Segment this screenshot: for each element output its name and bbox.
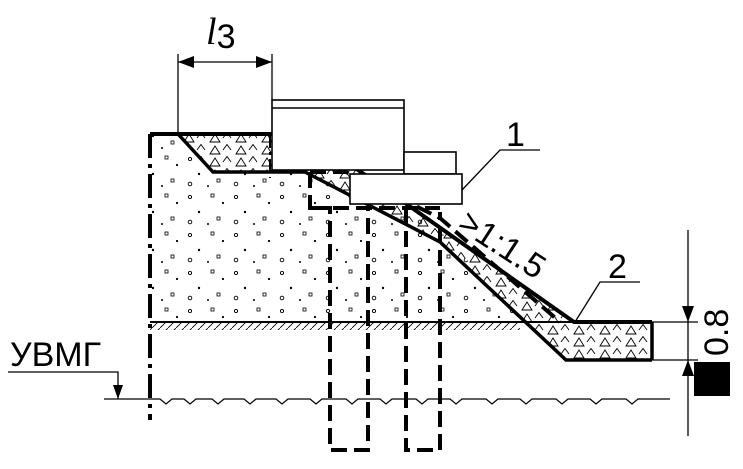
embankment-fill <box>150 134 525 322</box>
layer-inner-outline <box>176 132 652 362</box>
structure-lower-box <box>349 173 463 205</box>
dim-arrow-left <box>178 56 194 68</box>
protective-layer-fill <box>178 134 652 360</box>
callout-2-label: 2 <box>608 248 627 286</box>
ground-hatch <box>150 322 520 330</box>
inner-dashed-offset <box>310 170 562 324</box>
structure-box <box>271 99 405 171</box>
water-level-label: УВМГ <box>10 336 101 374</box>
trench-outline-1 <box>308 172 370 452</box>
water-level-line <box>104 398 670 405</box>
dim-arrow-right <box>256 56 272 68</box>
callout-1-leader <box>461 149 540 191</box>
depth-label-box <box>694 362 730 396</box>
depth-label: 0.8 <box>698 309 736 356</box>
depth-arrow-top <box>682 306 694 322</box>
water-level-arrow <box>113 385 123 399</box>
depth-arrow-bottom <box>682 360 694 376</box>
width-label: l3 <box>206 11 235 56</box>
callout-2-leader <box>574 281 640 323</box>
trench-outline-2 <box>404 208 442 452</box>
water-level-leader <box>8 371 119 399</box>
structure-step-box <box>403 151 457 175</box>
callout-1-label: 1 <box>506 116 525 154</box>
